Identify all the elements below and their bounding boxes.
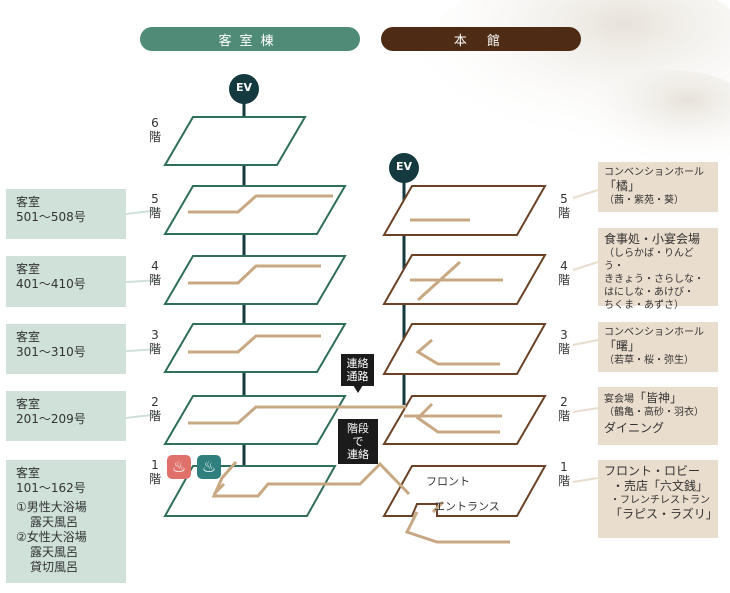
right-floor-3 bbox=[382, 323, 547, 375]
right-ev-label: EV bbox=[395, 160, 413, 173]
left-floor-3 bbox=[163, 323, 347, 373]
facility-1f: フロント・ロビー ・売店「六文銭」 ・フレンチレストラン 「ラピス・ラズリ」 bbox=[598, 460, 718, 538]
right-ev-circle bbox=[389, 153, 419, 183]
corridor-left-3 bbox=[188, 334, 321, 354]
left-floor-4 bbox=[163, 255, 347, 305]
corridor-left-4 bbox=[188, 264, 321, 285]
corridor-left-5 bbox=[188, 194, 333, 214]
right-floor-1 bbox=[382, 465, 547, 517]
hot-spring-icon-1: ♨ bbox=[167, 455, 191, 479]
facility-2f: 宴会場「皆神」 （鶴亀・高砂・羽衣） ダイニング bbox=[598, 387, 718, 445]
corridor-right-4 bbox=[410, 260, 503, 302]
left-floor-5 bbox=[163, 185, 347, 235]
corridor-right-1 bbox=[404, 500, 510, 544]
connecting-corridor-tag: 連絡通路 bbox=[341, 354, 374, 386]
main-building-header: 本 館 bbox=[381, 27, 581, 51]
left-floor-6 bbox=[163, 116, 307, 166]
facility-4f: 食事処・小宴会場 （しらかば・りんどう・ ききょう・さらしな・ はにしな・あけび… bbox=[598, 228, 718, 311]
guest-rooms-1f: 客室 101～162号 ①男性大浴場 露天風呂 ②女性大浴場 露天風呂 貸切風呂 bbox=[6, 460, 126, 583]
corridor-right-2 bbox=[404, 402, 502, 434]
guest-wing-header: 客室棟 bbox=[140, 27, 360, 51]
stairs-connection-tag: 階段で連絡 bbox=[338, 419, 378, 464]
hot-spring-icon-2: ♨ bbox=[197, 455, 221, 479]
corridor-right-3 bbox=[415, 338, 500, 366]
left-ev-circle bbox=[229, 74, 259, 104]
left-ev-label: EV bbox=[235, 81, 253, 94]
entrance-label: エントランス bbox=[434, 500, 500, 513]
right-floor-2 bbox=[382, 395, 547, 445]
facility-5f: コンベンションホール 「橘」 （茜・紫苑・葵） bbox=[598, 162, 718, 212]
front-label: フロント bbox=[426, 475, 470, 488]
corridor-left-2 bbox=[188, 405, 406, 425]
facility-3f: コンベンションホール 「曙」 （若草・桜・弥生） bbox=[598, 322, 718, 372]
left-floor-2 bbox=[163, 395, 347, 445]
right-floor-5 bbox=[382, 185, 547, 236]
corridor-left-1 bbox=[211, 461, 411, 498]
